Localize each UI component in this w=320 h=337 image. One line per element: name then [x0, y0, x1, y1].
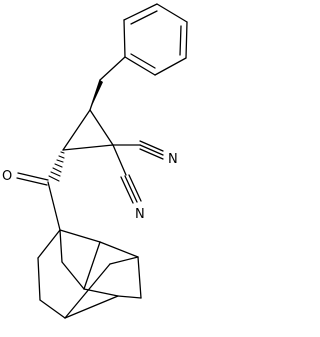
bond-cn-triple-lower-1 — [120, 176, 134, 204]
bond-ring-1 — [123, 3, 158, 21]
bond-co-2 — [16, 177, 48, 186]
bond-ad-5 — [39, 299, 66, 319]
bond-ad-14 — [64, 263, 111, 319]
bond-c2-c3 — [62, 109, 91, 151]
cyclopropane-ring — [62, 109, 114, 151]
hash-5 — [52, 167, 62, 173]
bond-carbonyl-to-adamantane — [47, 181, 61, 231]
hash-6 — [50, 171, 61, 177]
bond-cn-triple-upper-2 — [139, 144, 164, 156]
bond-c3-c1 — [62, 144, 114, 151]
bond-ring-to-ch2 — [99, 56, 126, 81]
hash-3 — [56, 159, 64, 163]
bond-ad-8 — [83, 241, 101, 290]
nitrile-lower — [112, 144, 142, 204]
bond-ring-inner-2 — [179, 25, 182, 56]
atom-oxygen: O — [2, 169, 12, 184]
bond-ad-9 — [83, 288, 119, 297]
bond-ad-2 — [99, 241, 139, 258]
bond-co-1 — [17, 172, 49, 181]
bond-ad-12 — [64, 295, 119, 319]
benzene-ring — [123, 3, 188, 76]
bond-ad-6 — [59, 229, 63, 263]
bond-ring-inner-1 — [130, 10, 158, 25]
hash-2 — [58, 155, 65, 159]
bond-c2-c1 — [89, 109, 114, 146]
bond-ad-3 — [37, 229, 61, 259]
adamantane-cage — [37, 229, 142, 319]
hashed-bond-carbonyl — [48, 151, 65, 182]
hash-4 — [54, 163, 63, 168]
bond-ad-1 — [59, 229, 101, 243]
bond-cn-triple-lower-2 — [124, 175, 138, 203]
bond-ring-inner-3 — [130, 53, 156, 69]
bond-ad-7 — [61, 261, 85, 290]
bond-cn-triple-lower-3 — [128, 174, 142, 202]
bond-ring-5 — [124, 56, 156, 76]
bond-ring-2 — [156, 3, 188, 23]
molecule-structure: N N O — [2, 3, 188, 319]
hash-7 — [48, 175, 60, 182]
bond-ad-13 — [109, 256, 139, 265]
bond-ring-3 — [185, 21, 188, 59]
nitrile-upper — [112, 140, 164, 160]
bond-cn-triple-upper-3 — [139, 148, 164, 160]
bond-ad-11 — [117, 295, 142, 299]
bond-c1-cn-lower — [112, 144, 127, 176]
wedge-bond-benzyl — [90, 80, 103, 110]
bond-ring-4 — [154, 57, 187, 76]
carbonyl-group — [16, 172, 61, 231]
bond-ring-6 — [123, 19, 126, 58]
bond-ad-10 — [137, 256, 142, 299]
hash-1 — [60, 151, 65, 154]
atom-nitrogen-lower: N — [135, 207, 145, 222]
atom-nitrogen-upper: N — [168, 152, 178, 167]
bond-cn-triple-upper-1 — [139, 140, 164, 152]
bond-ad-4 — [37, 257, 41, 301]
